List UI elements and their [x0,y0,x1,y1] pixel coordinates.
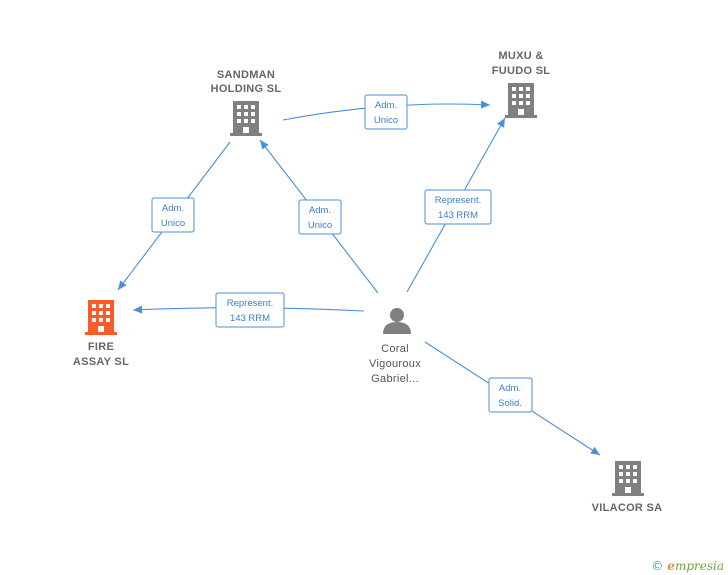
building-icon [230,101,262,136]
edge-label-coral-sandman: Adm. Unico [298,199,342,235]
edge-label-line-1: Adm. [499,383,521,394]
edge-label-coral-fire: Represent. 143 RRM [215,292,285,328]
node-muxu-fuudo[interactable]: MUXU & FUUDO SL [492,50,551,118]
edge-label-sandman-muxu: Adm. Unico [364,94,408,130]
node-label-line-1: MUXU & [498,50,543,62]
node-vilacor[interactable]: VILACOR SA [592,461,663,514]
edge-label-line-2: 143 RRM [438,210,478,221]
node-label-line-2: ASSAY SL [73,356,129,368]
copyright-icon: © [651,559,664,573]
edge-label-line-2: Unico [308,220,332,231]
edge-label-line-1: Represent. [435,195,481,206]
node-label-line-1: Coral [381,343,409,355]
brand-logo-text: mpresia [674,559,724,573]
node-label-line-2: HOLDING SL [211,83,282,95]
node-label-line-1: FIRE [88,341,114,353]
edge-label-line-2: Unico [161,218,185,229]
node-label-line-2: Vigouroux [369,358,421,370]
edge-label-line-2: Solid. [498,398,522,409]
node-label-line-3: Gabriel... [371,373,419,385]
node-fire-assay[interactable]: FIRE ASSAY SL [73,300,129,368]
edge-label-line-1: Adm. [375,100,397,111]
node-label-line-1: VILACOR SA [592,502,663,514]
building-icon-highlighted [85,300,117,335]
edge-label-line-2: Unico [374,115,398,126]
edge-label-coral-muxu: Represent. 143 RRM [424,189,492,225]
node-label-line-1: SANDMAN [217,69,275,81]
brand-footer: ©empresia [651,559,724,573]
brand-logo-initial: e [667,559,675,573]
node-coral-vigouroux[interactable]: Coral Vigouroux Gabriel... [369,308,421,385]
edge-label-line-1: Adm. [309,205,331,216]
building-icon [612,461,644,496]
edge-label-line-1: Adm. [162,203,184,214]
person-icon [383,308,411,334]
building-icon [505,83,537,118]
node-sandman-holding[interactable]: SANDMAN HOLDING SL [211,69,282,136]
edge-label-line-1: Represent. [227,298,273,309]
node-label-line-2: FUUDO SL [492,65,551,77]
edge-label-line-2: 143 RRM [230,313,270,324]
edge-label-sandman-fire: Adm. Unico [151,197,195,233]
edge-label-coral-vilacor: Adm. Solid. [488,377,533,413]
